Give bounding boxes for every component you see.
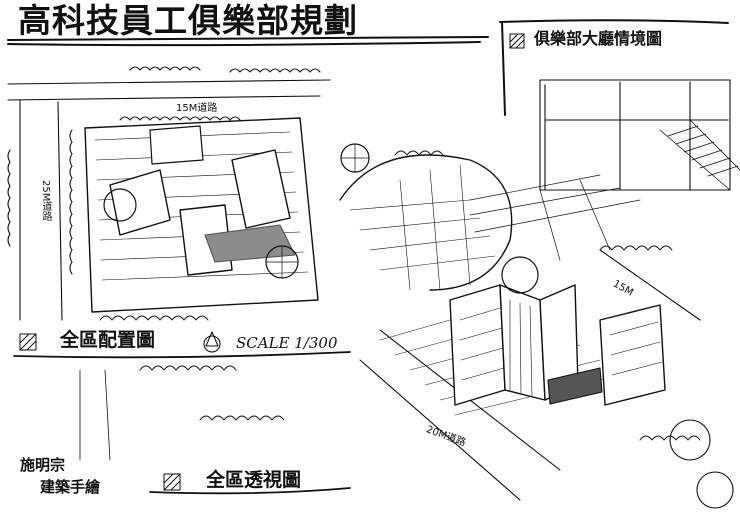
author-name: 施明宗 [20,456,66,474]
road-label-north: 15M道路 [176,103,218,114]
author-note: 建築手繪 [40,478,101,496]
hatch-box-perspective [509,33,525,49]
perspective-drawing [339,79,740,291]
perspective-label: 俱樂部大廳情境圖 [534,29,663,48]
title-underline [7,19,729,116]
hatch-box-site-plan [19,333,37,351]
tree-row-west [7,129,73,275]
page-title: 高科技員工俱樂部規劃 [18,1,358,40]
tree-row-north [119,66,321,121]
aerial-buildings [449,256,666,406]
aerial-drawing [79,249,734,509]
north-arrow-icon [203,331,221,353]
site-plan-label: 全區配置圖 [60,329,156,351]
road-label-west: 25M道路 [40,180,51,222]
aerial-view-label: 全區透視圖 [206,469,302,491]
site-plan-scale: SCALE 1/300 [236,334,338,352]
staircase [659,119,740,191]
hatch-box-aerial [163,473,181,491]
site-plan-drawing [7,66,331,321]
